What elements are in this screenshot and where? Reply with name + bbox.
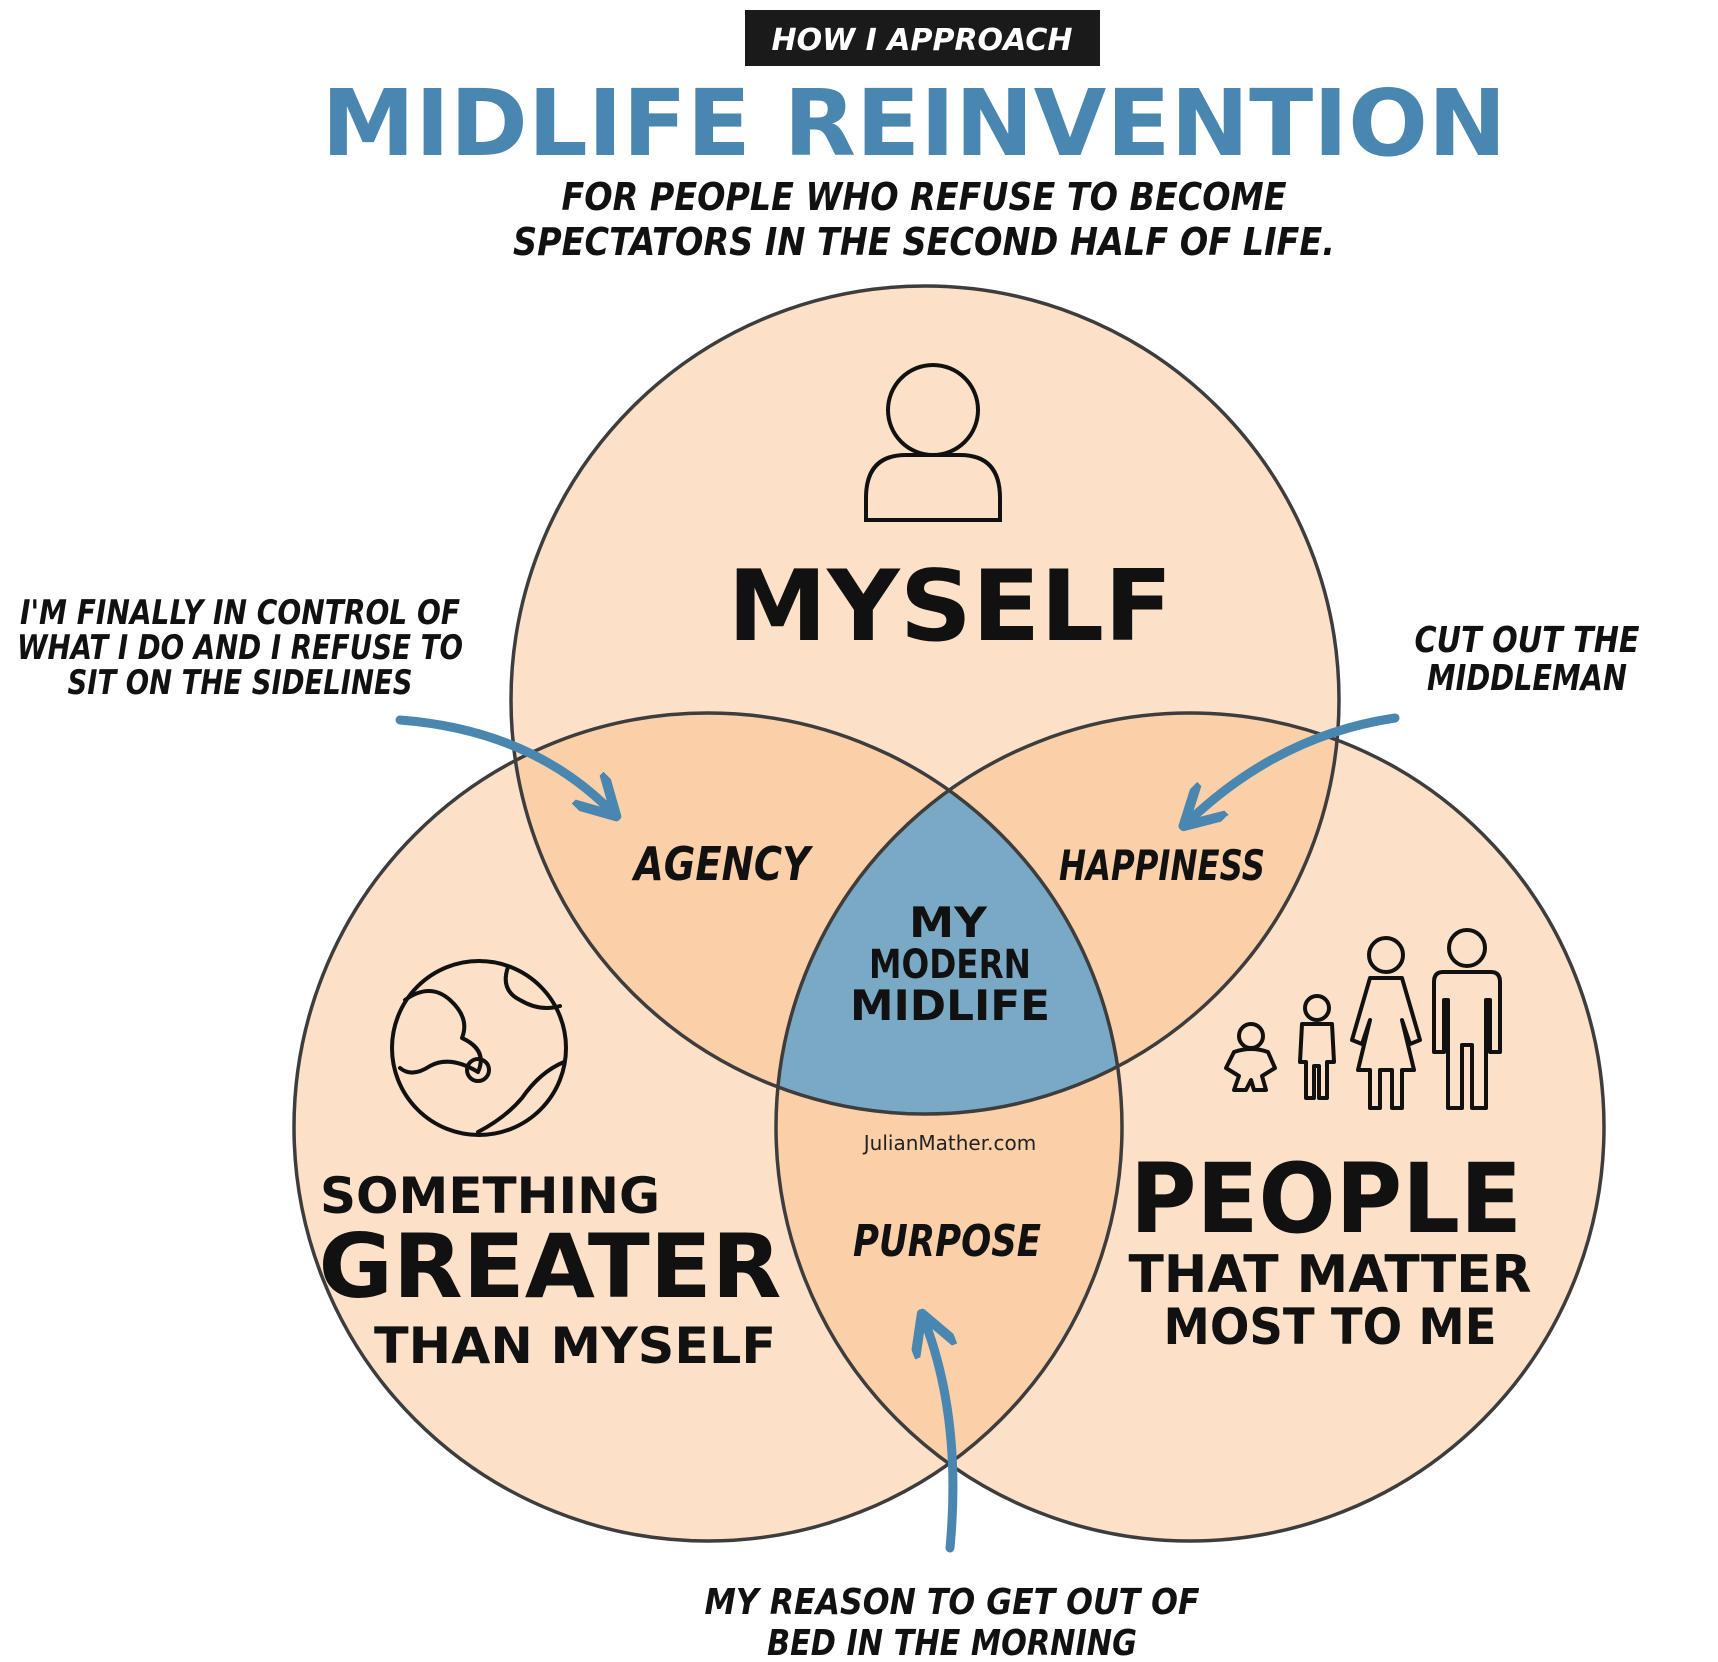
label-myself: MYSELF (728, 550, 1173, 664)
arrow-to-purpose (925, 1322, 958, 1553)
label-center-my: MY (909, 898, 988, 947)
label-purpose: PURPOSE (853, 1216, 1041, 1267)
label-center-modern: MODERN (869, 942, 1031, 988)
subtitle-line-1: FOR PEOPLE WHO REFUSE TO BECOME (562, 175, 1287, 219)
annotation-happiness-line-1: CUT OUT THE (1415, 620, 1640, 661)
annotation-happiness-line-2: MIDDLEMAN (1427, 658, 1627, 699)
globe-icon (390, 959, 568, 1137)
page-title: MIDLIFE REINVENTION (322, 70, 1507, 177)
label-that-matter: THAT MATTER (1129, 1245, 1532, 1305)
subtitle-line-2: SPECTATORS IN THE SECOND HALF OF LIFE. (513, 220, 1335, 264)
label-happiness: HAPPINESS (1059, 841, 1265, 890)
label-something: SOMETHING (320, 1167, 660, 1225)
arrow-to-happiness (1190, 713, 1400, 820)
center-overlap-region (776, 713, 1122, 1114)
label-center-midlife: MIDLIFE (850, 981, 1050, 1030)
annotation-agency-line-3: SIT ON THE SIDELINES (68, 663, 413, 703)
label-agency: AGENCY (631, 837, 813, 891)
annotation-agency-line-1: I'M FINALLY IN CONTROL OF (20, 593, 460, 633)
label-than-myself: THAN MYSELF (374, 1317, 776, 1375)
kicker-badge (745, 10, 1100, 66)
label-people: PEOPLE (1130, 1143, 1522, 1255)
label-most-to-me: MOST TO ME (1164, 1298, 1497, 1356)
watermark: JulianMather.com (862, 1131, 1036, 1155)
annotation-purpose-line-2: BED IN THE MORNING (767, 1623, 1137, 1662)
annotation-agency-line-2: WHAT I DO AND I REFUSE TO (17, 628, 463, 668)
header: HOW I APPROACH MIDLIFE REINVENTION FOR P… (322, 10, 1507, 264)
family-icon (1224, 928, 1502, 1110)
person-icon (864, 363, 1002, 522)
annotation-purpose-line-1: MY REASON TO GET OUT OF (705, 1582, 1200, 1623)
label-greater: GREATER (319, 1215, 782, 1318)
kicker-text: HOW I APPROACH (772, 23, 1073, 58)
circle-outlines (292, 284, 1606, 1543)
arrow-to-agency (395, 715, 610, 810)
